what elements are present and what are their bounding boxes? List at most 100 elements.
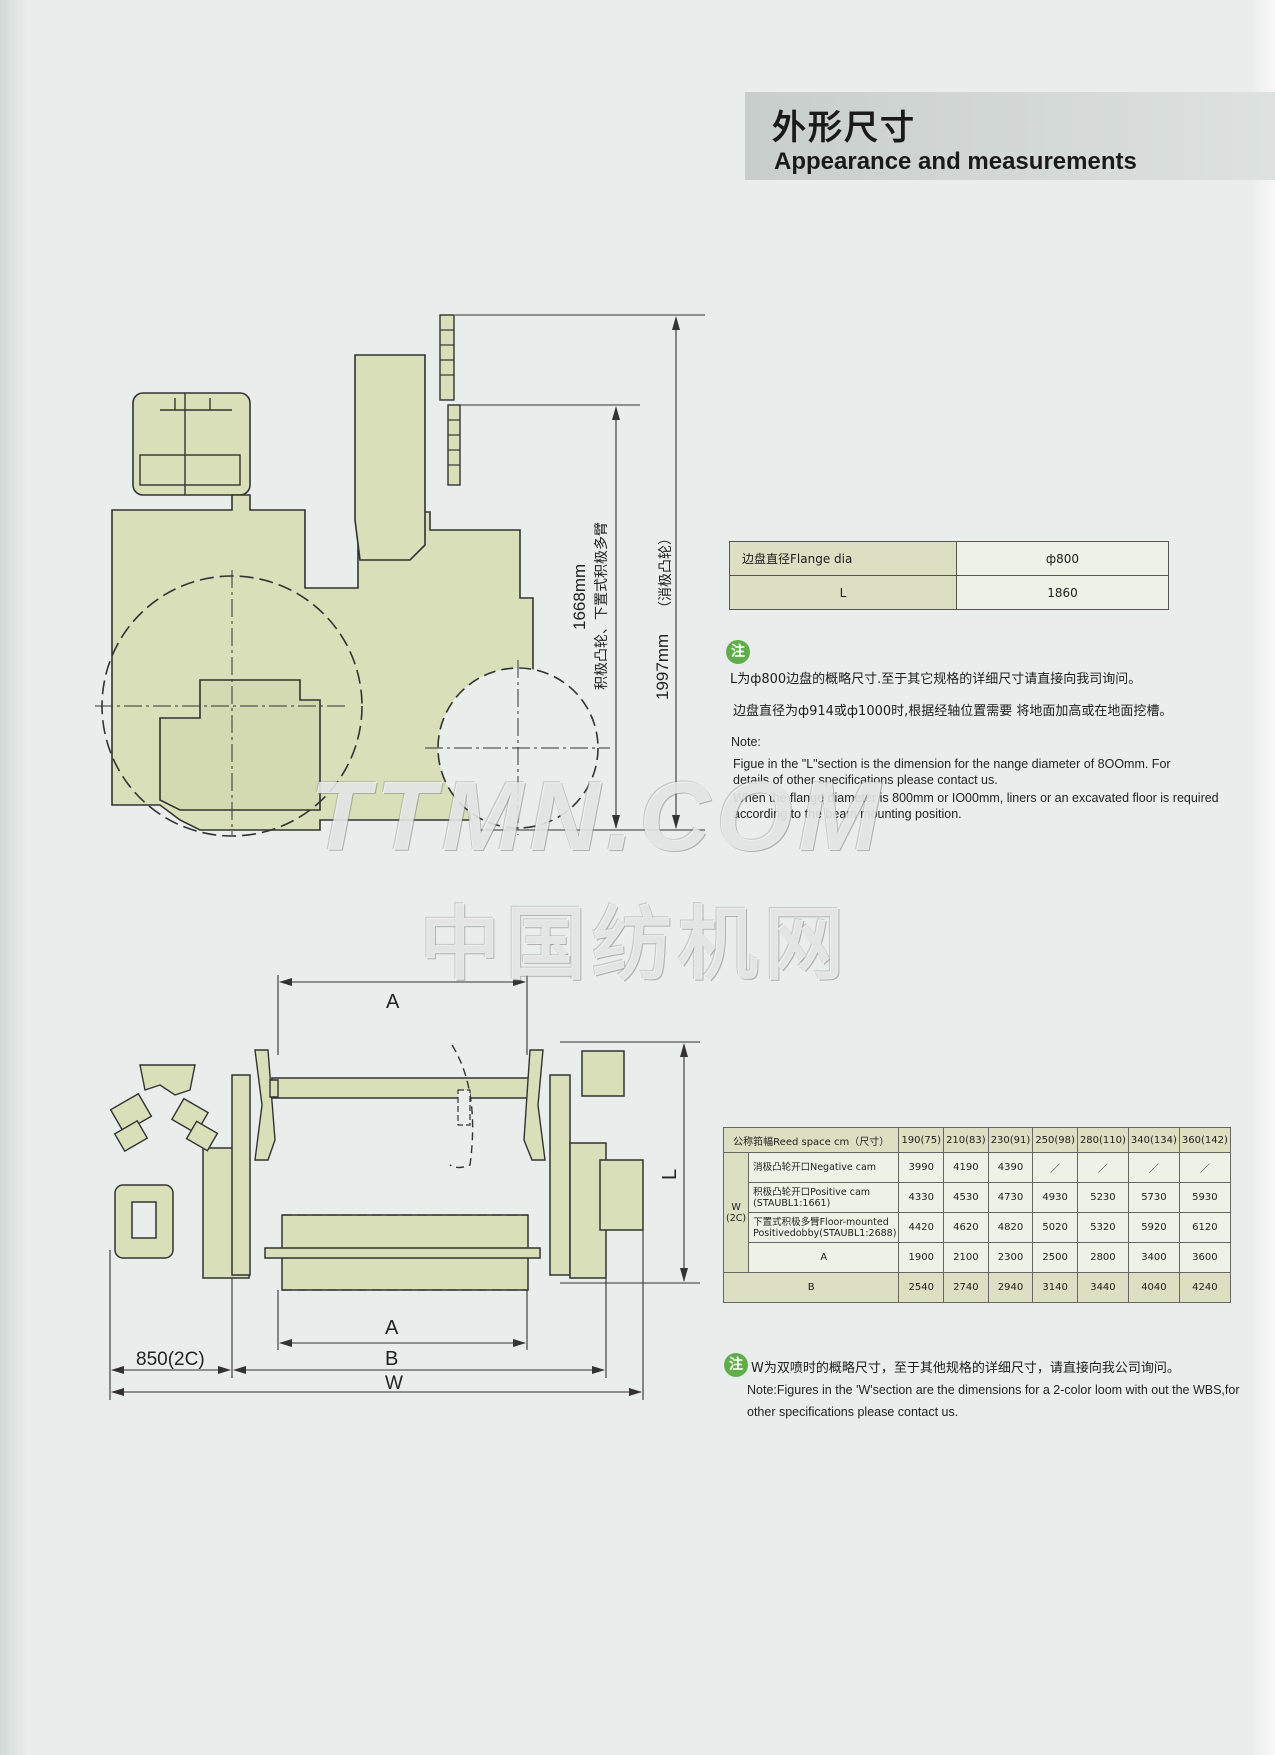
- cell: 4930: [1032, 1182, 1078, 1213]
- group-label-w: W (2C): [722, 1152, 750, 1273]
- spare-flange-outline: [449, 1044, 474, 1169]
- row-label: 积极凸轮开口Positive cam (STAUBL1:1661): [748, 1182, 900, 1213]
- table-row: 边盘直径Flange dia ф800: [729, 541, 1169, 576]
- col-header: 360(142): [1178, 1127, 1231, 1153]
- col-header: 190(75): [898, 1127, 945, 1153]
- note1-en-line4: according to the beam mounting position.: [733, 807, 962, 821]
- row-label: 消极凸轮开口Negative cam: [748, 1152, 900, 1183]
- lower-frame: [159, 679, 321, 811]
- dim-1997-label: 1997mm: [653, 634, 672, 700]
- cell: 4820: [987, 1212, 1034, 1243]
- cell: 3140: [1032, 1272, 1078, 1303]
- col-header: 280(110): [1076, 1127, 1129, 1153]
- weft-feeder-bracket: [139, 1064, 196, 1096]
- flange-dimension-table: 边盘直径Flange dia ф800 L 1860: [729, 541, 1169, 610]
- flange-dia-label: 边盘直径Flange dia: [729, 541, 957, 576]
- col-header: 250(98): [1032, 1127, 1078, 1153]
- note2-en-line2: other specifications please contact us.: [747, 1405, 959, 1419]
- dim-850-label: 850(2C): [136, 1349, 205, 1370]
- dim-A-top-label: A: [386, 991, 400, 1013]
- col-header: 210(83): [943, 1127, 989, 1153]
- cell: 2500: [1032, 1242, 1078, 1273]
- page-title-cn: 外形尺寸: [772, 108, 916, 148]
- dim-B-label: B: [385, 1348, 398, 1370]
- cell: 4730: [987, 1182, 1034, 1213]
- table-row: 下置式积极多臂Floor-mounted Positivedobby(STAUB…: [724, 1212, 1231, 1243]
- watermark-cn: 中国纺机网: [420, 898, 850, 991]
- cell: 5230: [1076, 1182, 1129, 1213]
- dim-1668-sublabel: 积极凸轮、下置式积极多臂: [593, 522, 610, 690]
- back-post: [354, 354, 426, 561]
- note2-en-line1: Note:Figures in the 'W'section are the d…: [747, 1383, 1240, 1397]
- cell: 3600: [1178, 1242, 1231, 1273]
- table-row: 积极凸轮开口Positive cam (STAUBL1:1661) 4330 4…: [724, 1182, 1231, 1213]
- right-side-frame: [549, 1074, 571, 1276]
- col-header: 230(91): [987, 1127, 1034, 1153]
- cell: 5020: [1032, 1212, 1078, 1243]
- dim-1668-label: 1668mm: [570, 564, 589, 630]
- table-row: A 1900 2100 2300 2500 2800 3400 3600: [724, 1242, 1231, 1273]
- cell: 4190: [943, 1152, 989, 1183]
- note-icon: 注: [726, 640, 750, 664]
- note1-cn-line2: 边盘直径为ф914或ф1000时,根据经轴位置需要 将地面加高或在地面挖槽。: [733, 704, 1173, 719]
- page-binding-shadow: [0, 0, 28, 1755]
- cell: 2800: [1076, 1242, 1129, 1273]
- note1-en-line2: details of other specifications please c…: [733, 773, 998, 787]
- cell: 4040: [1127, 1272, 1180, 1303]
- cell: ／: [1032, 1152, 1078, 1183]
- cell: 3440: [1076, 1272, 1129, 1303]
- cell: 3990: [898, 1152, 945, 1183]
- cell: ／: [1178, 1152, 1231, 1183]
- cell: 5920: [1127, 1212, 1180, 1243]
- reed-space-table: 公称筘幅Reed space cm（尺寸） 190(75) 210(83) 23…: [722, 1127, 1231, 1303]
- cell: ／: [1076, 1152, 1129, 1183]
- watermark-ttmn: TTMN.COM: [310, 761, 886, 871]
- cell: 4240: [1178, 1272, 1231, 1303]
- right-flange: [523, 1049, 546, 1161]
- table-row: B 2540 2740 2940 3140 3440 4040 4240: [722, 1272, 1231, 1303]
- cell: 2740: [943, 1272, 989, 1303]
- cell: 4420: [898, 1212, 945, 1243]
- row-label-b: B: [722, 1272, 900, 1303]
- left-flange: [254, 1049, 276, 1161]
- note1-en-heading: Note:: [731, 735, 761, 749]
- cell: 6120: [1178, 1212, 1231, 1243]
- note1-cn-line1: L为ф800边盘的概略尺寸.至于其它规格的详细尺寸请直接向我司询问。: [730, 672, 1142, 687]
- cell: 2300: [987, 1242, 1034, 1273]
- note-icon: 注: [724, 1353, 748, 1377]
- page-title-en: Appearance and measurements: [774, 148, 1137, 175]
- table-header-row: 公称筘幅Reed space cm（尺寸） 190(75) 210(83) 23…: [722, 1127, 1231, 1153]
- page-edge: [1253, 0, 1275, 1755]
- cell: ／: [1127, 1152, 1180, 1183]
- row-label: 下置式积极多臂Floor-mounted Positivedobby(STAUB…: [748, 1212, 900, 1243]
- row-label: A: [748, 1242, 900, 1273]
- cell: 1900: [898, 1242, 945, 1273]
- cell: 3400: [1127, 1242, 1180, 1273]
- note1-en-line3: When the flange diameter is 800mm or IO0…: [733, 791, 1219, 805]
- right-hub: [599, 1159, 644, 1231]
- reed-header-label: 公称筘幅Reed space cm（尺寸）: [722, 1127, 900, 1153]
- cell: 2100: [943, 1242, 989, 1273]
- table-row: W (2C) 消极凸轮开口Negative cam 3990 4190 4390…: [722, 1152, 1231, 1273]
- note2-cn-line: W为双喷时的概略尺寸，至于其他规格的详细尺寸，请直接向我公司询问。: [751, 1361, 1180, 1376]
- note1-en-line1: Figue in the "L"section is the dimension…: [733, 757, 1171, 771]
- cell: 2940: [987, 1272, 1034, 1303]
- dim-W-label: W: [385, 1373, 403, 1394]
- cell: 4530: [943, 1182, 989, 1213]
- table-row: L 1860: [729, 575, 1169, 610]
- cell: 4620: [943, 1212, 989, 1243]
- l-value: 1860: [956, 575, 1169, 610]
- cell: 2540: [898, 1272, 945, 1303]
- cell: 4330: [898, 1182, 945, 1213]
- warp-beam-shaft: [271, 1077, 531, 1099]
- header-band: [745, 92, 1275, 180]
- left-side-frame-inner: [231, 1074, 251, 1276]
- cell: 5930: [1178, 1182, 1231, 1213]
- flange-dia-value: ф800: [956, 541, 1169, 576]
- col-header: 340(134): [1127, 1127, 1180, 1153]
- cell: 4390: [987, 1152, 1034, 1183]
- cell: 5320: [1076, 1212, 1129, 1243]
- cell: 5730: [1127, 1182, 1180, 1213]
